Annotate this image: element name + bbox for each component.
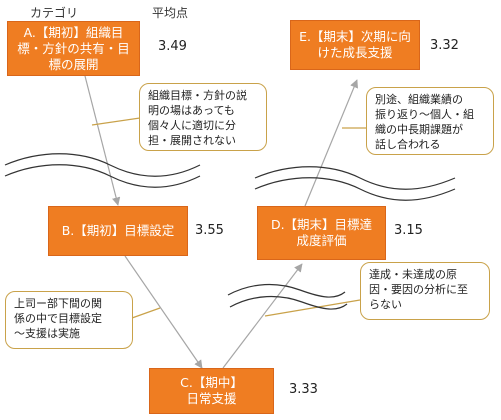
callout-cd: 達成・未達成の原 因・要因の分析に至 らない [360,262,490,320]
node-e: E.【期末】次期に向 けた成長支援 [290,20,420,70]
node-e-label: E.【期末】次期に向 けた成長支援 [299,29,411,60]
pointer-bc [131,307,161,319]
score-d: 3.15 [394,223,423,238]
callout-bc: 上司ー部下間の関 係の中で目標設定 ～支援は実施 [5,291,133,349]
arrow-c-to-d [222,263,303,369]
node-b-label: B.【期初】目標設定 [61,223,175,238]
node-c-label: C.【期中】 日常支援 [180,375,243,406]
node-a: A.【期初】組織目 標・方針の共有・目 標の展開 [7,21,140,76]
break-mark-lower [227,283,346,298]
callout-ab: 組織目標・方針の説 明の場はあっても 個々人に適切に分 担・展開されない [139,83,267,151]
node-d-label: D.【期末】目標達 成度評価 [270,217,373,248]
score-c: 3.33 [289,382,318,397]
score-b: 3.55 [195,223,224,238]
break-mark-lower [229,295,348,310]
arrow-a-to-b [84,75,121,206]
node-b: B.【期初】目標設定 [48,206,188,256]
callout-de: 別途、組織業績の 振り返り～個人・組 織の中長期課題が 話し合われる [366,87,494,155]
pointer-ab [91,117,141,126]
node-d: D.【期末】目標達 成度評価 [257,206,386,260]
node-c: C.【期中】 日常支援 [149,368,274,414]
arrow-b-to-c [124,255,203,369]
pointer-cd [264,299,361,317]
score-a: 3.49 [158,39,187,54]
break-mark-left [4,153,201,177]
break-mark-left [4,164,201,188]
header-category: カテゴリ [30,6,79,20]
node-a-label: A.【期初】組織目 標・方針の共有・目 標の展開 [17,24,130,72]
header-average: 平均点 [152,6,189,20]
score-e: 3.32 [430,38,459,53]
break-mark-right [254,177,456,201]
break-mark-right [254,166,456,190]
arrow-d-to-e [304,79,358,207]
